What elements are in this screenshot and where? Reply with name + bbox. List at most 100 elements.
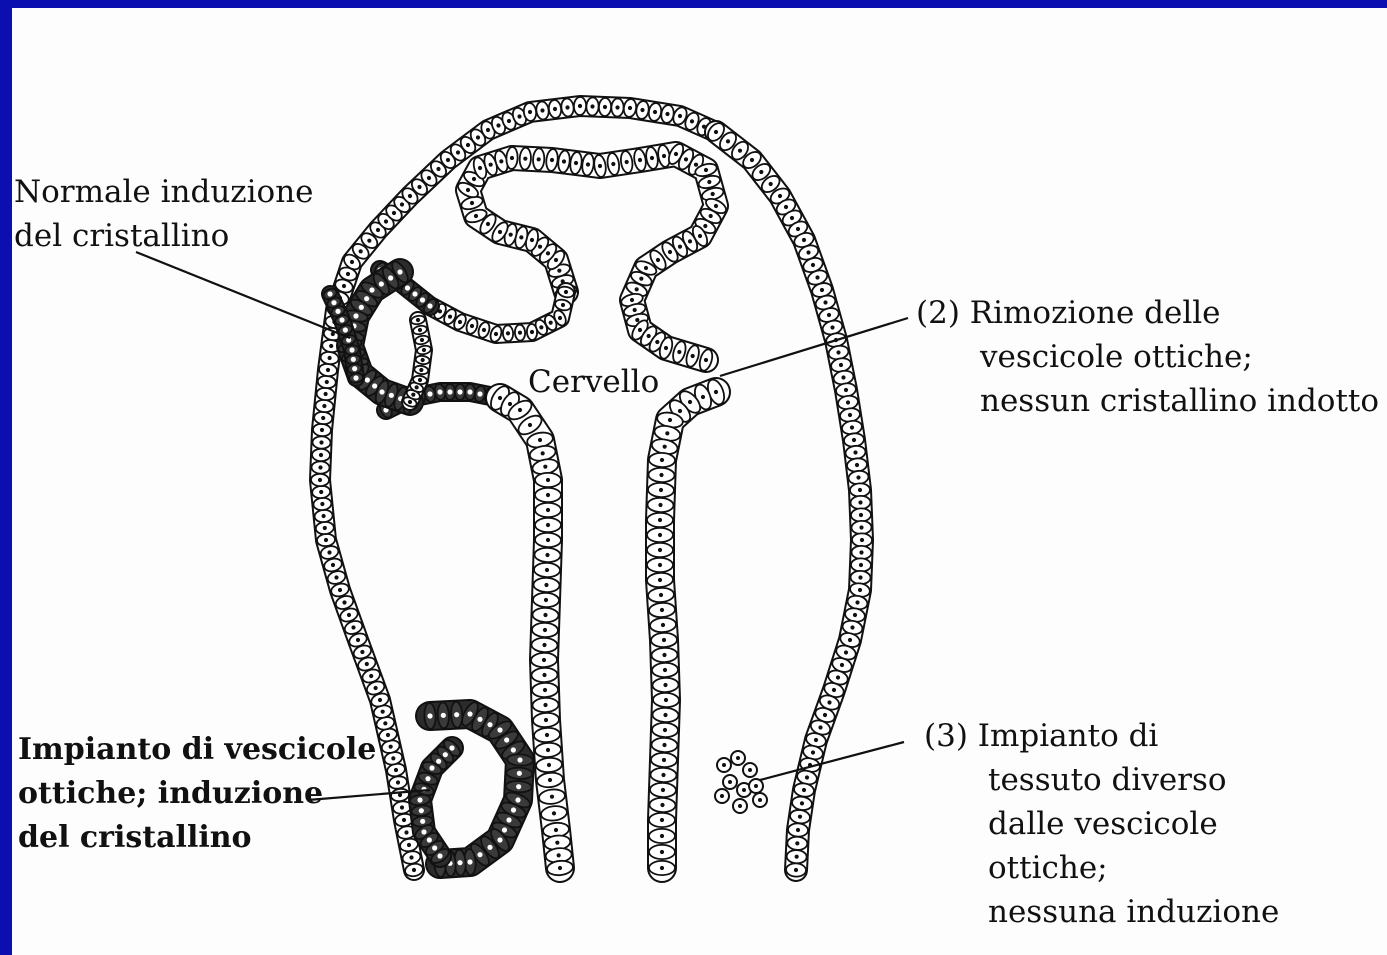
cell-nucleus xyxy=(662,743,666,747)
cell-nucleus xyxy=(427,391,432,396)
cell-nucleus xyxy=(557,853,561,857)
cell-nucleus xyxy=(707,180,711,184)
cell-nucleus xyxy=(472,177,476,181)
cell-nucleus xyxy=(545,568,549,572)
cell-nucleus xyxy=(615,105,619,109)
cell-nucleus xyxy=(550,158,554,162)
cell-nucleus xyxy=(502,827,507,832)
cell-nucleus xyxy=(418,378,422,382)
cell-nucleus xyxy=(537,157,541,161)
cell-nucleus xyxy=(538,438,542,442)
cell-nucleus xyxy=(478,166,482,170)
cell-nucleus xyxy=(574,161,578,165)
cell-nucleus xyxy=(421,358,425,362)
cell-nucleus xyxy=(658,563,662,567)
cell-nucleus xyxy=(342,600,346,604)
cell-nucleus xyxy=(420,338,424,342)
leader-implant-other xyxy=(760,742,904,780)
cell-nucleus xyxy=(447,389,452,394)
cell-nucleus xyxy=(690,119,694,123)
label-line: Normale induzione xyxy=(14,170,314,214)
label-line: tessuto diverso xyxy=(924,758,1279,802)
cell-nucleus xyxy=(796,227,800,231)
cell-nucleus xyxy=(658,548,662,552)
cell-nucleus xyxy=(419,368,423,372)
cell-nucleus xyxy=(320,502,324,506)
cell-nucleus xyxy=(677,350,681,354)
cell-nucleus xyxy=(660,818,664,822)
cell-nucleus xyxy=(374,686,378,690)
cell-nucleus xyxy=(318,465,322,469)
cell-nucleus xyxy=(665,431,669,435)
cell-nucleus xyxy=(383,721,387,725)
cell-nucleus xyxy=(365,377,370,382)
cell-nucleus xyxy=(422,348,426,352)
cell-nucleus xyxy=(748,768,752,772)
cell-nucleus xyxy=(338,588,342,592)
cell-nucleus xyxy=(353,375,358,380)
cell-nucleus xyxy=(405,285,410,290)
cell-nucleus xyxy=(742,788,746,792)
cell-nucleus xyxy=(432,845,437,850)
cell-nucleus xyxy=(458,320,462,324)
cell-nucleus xyxy=(539,325,543,329)
cell-nucleus xyxy=(663,445,667,449)
cell-nucleus xyxy=(530,330,534,334)
cell-nucleus xyxy=(538,245,542,249)
cell-nucleus xyxy=(856,475,860,479)
cell-nucleus xyxy=(467,711,472,716)
cell-nucleus xyxy=(411,393,415,397)
cell-nucleus xyxy=(448,315,452,319)
cell-nucleus xyxy=(365,662,369,666)
cell-nucleus xyxy=(660,866,664,870)
cell-nucleus xyxy=(661,623,665,627)
cell-nucleus xyxy=(326,368,330,372)
cell-nucleus xyxy=(662,154,666,158)
cell-nucleus xyxy=(389,745,393,749)
cell-nucleus xyxy=(351,625,355,629)
cell-nucleus xyxy=(408,194,412,198)
cell-nucleus xyxy=(350,260,354,264)
cell-nucleus xyxy=(827,700,831,704)
label-implant-optic: Impianto di vescicole ottiche; induzione… xyxy=(18,728,376,860)
cell-nucleus xyxy=(420,297,425,302)
cell-nucleus xyxy=(528,423,532,427)
cell-nucleus xyxy=(546,251,550,255)
cell-nucleus xyxy=(359,249,363,253)
cell-nucleus xyxy=(523,157,527,161)
cell-nucleus xyxy=(554,258,558,262)
cell-nucleus xyxy=(728,780,732,784)
cell-nucleus xyxy=(322,404,326,408)
cell-nucleus xyxy=(850,425,854,429)
cell-nucleus xyxy=(544,598,548,602)
cell-nucleus xyxy=(372,383,377,388)
cell-nucleus xyxy=(466,188,470,192)
cell-nucleus xyxy=(420,819,425,824)
cell-nucleus xyxy=(561,303,565,307)
cell-nucleus xyxy=(811,263,815,267)
cell-nucleus xyxy=(331,563,335,567)
cell-nucleus xyxy=(454,712,459,717)
cell-nucleus xyxy=(397,269,402,274)
cell-nucleus xyxy=(391,756,395,760)
cell-nucleus xyxy=(844,650,848,654)
cell-nucleus xyxy=(381,710,385,714)
cell-nucleus xyxy=(360,650,364,654)
cell-nucleus xyxy=(639,277,643,281)
cell-nucleus xyxy=(510,156,514,160)
cell-nucleus xyxy=(498,230,502,234)
cell-nucleus xyxy=(359,305,364,310)
cell-nucleus xyxy=(322,514,326,518)
cell-nucleus xyxy=(668,250,672,254)
cell-nucleus xyxy=(327,291,332,296)
cell-nucleus xyxy=(466,143,470,147)
cell-nucleus xyxy=(457,389,462,394)
cell-nucleus xyxy=(486,128,490,132)
cell-nucleus xyxy=(853,613,857,617)
cell-nucleus xyxy=(844,388,848,392)
cell-nucleus xyxy=(806,250,810,254)
cell-nucleus xyxy=(324,538,328,542)
cell-nucleus xyxy=(663,713,667,717)
cell-nucleus xyxy=(474,214,478,218)
cell-nucleus xyxy=(489,163,493,167)
